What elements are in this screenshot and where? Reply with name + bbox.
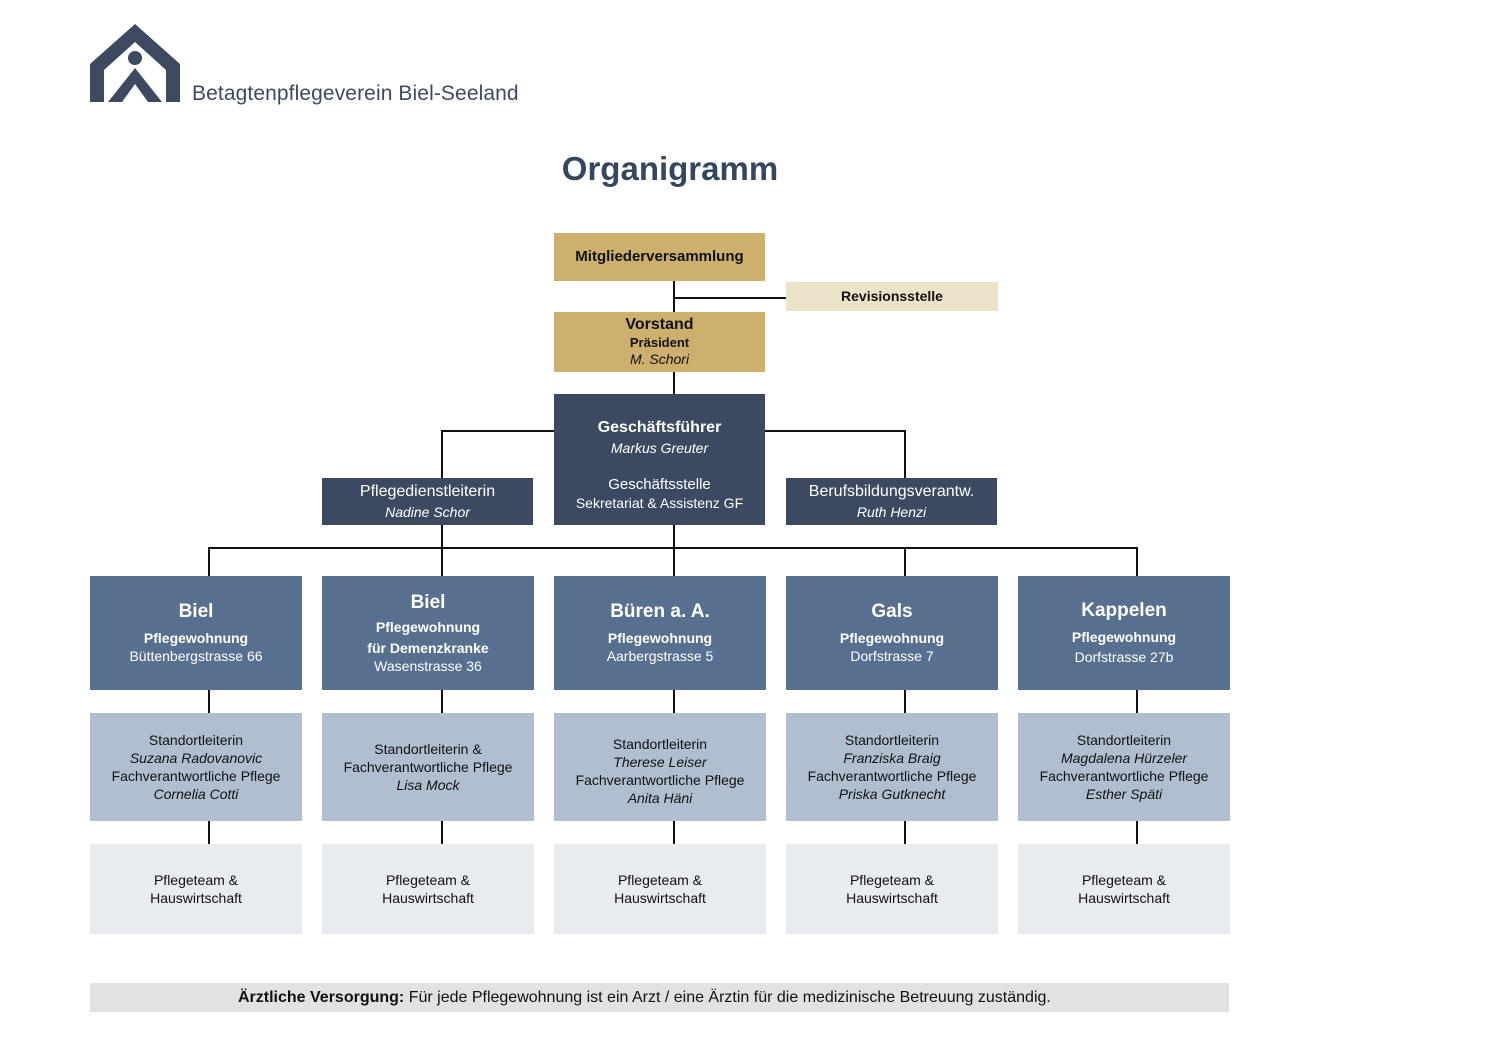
- care-role: Fachverantwortliche Pflege: [807, 768, 977, 784]
- location-address: Dorfstrasse 27b: [1074, 649, 1174, 666]
- ceo-person: Markus Greuter: [610, 439, 709, 456]
- lead-person: Suzana Radovanovic: [129, 749, 263, 766]
- location-lead-box: Standortleiterin Franziska Braig Fachver…: [786, 713, 998, 821]
- location-type: Pflegewohnung: [1071, 629, 1177, 646]
- location-box: Büren a. A. Pflegewohnung Aarbergstrasse…: [554, 576, 766, 690]
- location-lead-box: Standortleiterin Therese Leiser Fachvera…: [554, 713, 766, 821]
- care-person: Anita Häni: [627, 790, 693, 807]
- assembly-box: Mitgliederversammlung: [554, 233, 765, 281]
- location-lead-box: Standortleiterin & Fachverantwortliche P…: [322, 713, 534, 821]
- audit-box: Revisionsstelle: [786, 282, 998, 311]
- team-line-2: Hauswirtschaft: [150, 890, 242, 906]
- lead-role: Standortleiterin &: [374, 740, 482, 757]
- location-name: Büren a. A.: [610, 601, 710, 623]
- lead-person: Franziska Braig: [843, 749, 941, 766]
- lead-person: Magdalena Hürzeler: [1060, 749, 1188, 766]
- care-person: Priska Gutknecht: [838, 786, 946, 803]
- assembly-label: Mitgliederversammlung: [575, 248, 744, 266]
- team-line-2: Hauswirtschaft: [846, 890, 938, 906]
- board-role: Präsident: [629, 335, 690, 351]
- care-role: Fachverantwortliche Pflege: [343, 758, 513, 775]
- audit-label: Revisionsstelle: [841, 288, 943, 305]
- location-box: Biel Pflegewohnung Büttenbergstrasse 66: [90, 576, 302, 690]
- location-lead-box: Standortleiterin Suzana Radovanovic Fach…: [90, 713, 302, 821]
- team-box: Pflegeteam & Hauswirtschaft: [554, 844, 766, 934]
- nursing-head-title: Pflegedienstleiterin: [359, 483, 496, 500]
- location-box: Kappelen Pflegewohnung Dorfstrasse 27b: [1018, 576, 1230, 690]
- board-person: M. Schori: [629, 351, 690, 368]
- medical-care-note: Ärztliche Versorgung: Für jede Pflegewoh…: [90, 983, 1229, 1012]
- team-box: Pflegeteam & Hauswirtschaft: [322, 844, 534, 934]
- location-name: Gals: [871, 601, 913, 623]
- location-address: Dorfstrasse 7: [850, 648, 934, 665]
- nursing-head-person: Nadine Schor: [385, 503, 470, 520]
- team-box: Pflegeteam & Hauswirtschaft: [1018, 844, 1230, 934]
- location-type: Pflegewohnung: [607, 630, 713, 647]
- note-label: Ärztliche Versorgung:: [238, 988, 405, 1006]
- location-box: Biel Pflegewohnung für Demenzkranke Wase…: [322, 576, 534, 690]
- location-name: Biel: [410, 591, 446, 613]
- lead-person: Therese Leiser: [613, 753, 707, 770]
- team-line-1: Pflegeteam &: [617, 871, 703, 888]
- training-box: Berufsbildungsverantw. Ruth Henzi: [786, 478, 997, 525]
- location-address: Büttenbergstrasse 66: [129, 648, 263, 665]
- lead-person: Lisa Mock: [396, 777, 460, 794]
- team-line-2: Hauswirtschaft: [382, 890, 474, 906]
- care-role: Fachverantwortliche Pflege: [575, 772, 745, 788]
- lead-role: Standortleiterin: [148, 731, 244, 748]
- location-lead-box: Standortleiterin Magdalena Hürzeler Fach…: [1018, 713, 1230, 821]
- lead-role: Standortleiterin: [1076, 731, 1172, 748]
- care-person: Cornelia Cotti: [153, 786, 239, 803]
- location-address: Aarbergstrasse 5: [606, 648, 714, 665]
- board-box: Vorstand Präsident M. Schori: [554, 312, 765, 372]
- org-name: Betagtenpflegeverein Biel-Seeland: [192, 82, 519, 105]
- team-line-1: Pflegeteam &: [849, 871, 935, 888]
- care-role: Fachverantwortliche Pflege: [1039, 768, 1209, 784]
- nursing-head-box: Pflegedienstleiterin Nadine Schor: [322, 478, 533, 525]
- care-role: Fachverantwortliche Pflege: [111, 768, 281, 784]
- ceo-title: Geschäftsführer: [597, 419, 722, 436]
- team-line-1: Pflegeteam &: [153, 871, 239, 888]
- board-title: Vorstand: [625, 316, 694, 334]
- location-name: Biel: [178, 601, 214, 623]
- house-person-icon: [90, 24, 180, 102]
- care-person: Esther Späti: [1085, 786, 1163, 803]
- office-title: Geschäftsstelle: [608, 475, 711, 493]
- team-line-1: Pflegeteam &: [1081, 871, 1167, 888]
- lead-role: Standortleiterin: [612, 735, 708, 752]
- location-type: Pflegewohnung: [839, 630, 945, 647]
- team-box: Pflegeteam & Hauswirtschaft: [786, 844, 998, 934]
- location-box: Gals Pflegewohnung Dorfstrasse 7: [786, 576, 998, 690]
- team-box: Pflegeteam & Hauswirtschaft: [90, 844, 302, 934]
- location-type-detail: für Demenzkranke: [367, 639, 489, 656]
- team-line-1: Pflegeteam &: [385, 871, 471, 888]
- team-line-2: Hauswirtschaft: [614, 890, 706, 906]
- training-title: Berufsbildungsverantw.: [808, 483, 975, 500]
- location-name: Kappelen: [1081, 600, 1167, 622]
- location-address: Wasenstrasse 36: [374, 657, 482, 674]
- note-text: Für jede Pflegewohnung ist ein Arzt / ei…: [404, 988, 1051, 1006]
- team-line-2: Hauswirtschaft: [1078, 890, 1170, 906]
- page-title: Organigramm: [561, 150, 779, 187]
- location-type: Pflegewohnung: [375, 618, 481, 635]
- ceo-office-box: Geschäftsführer Markus Greuter Geschäfts…: [554, 394, 765, 525]
- location-type: Pflegewohnung: [143, 630, 249, 647]
- training-person: Ruth Henzi: [856, 503, 927, 520]
- office-sub: Sekretariat & Assistenz GF: [575, 495, 744, 512]
- lead-role: Standortleiterin: [844, 731, 940, 748]
